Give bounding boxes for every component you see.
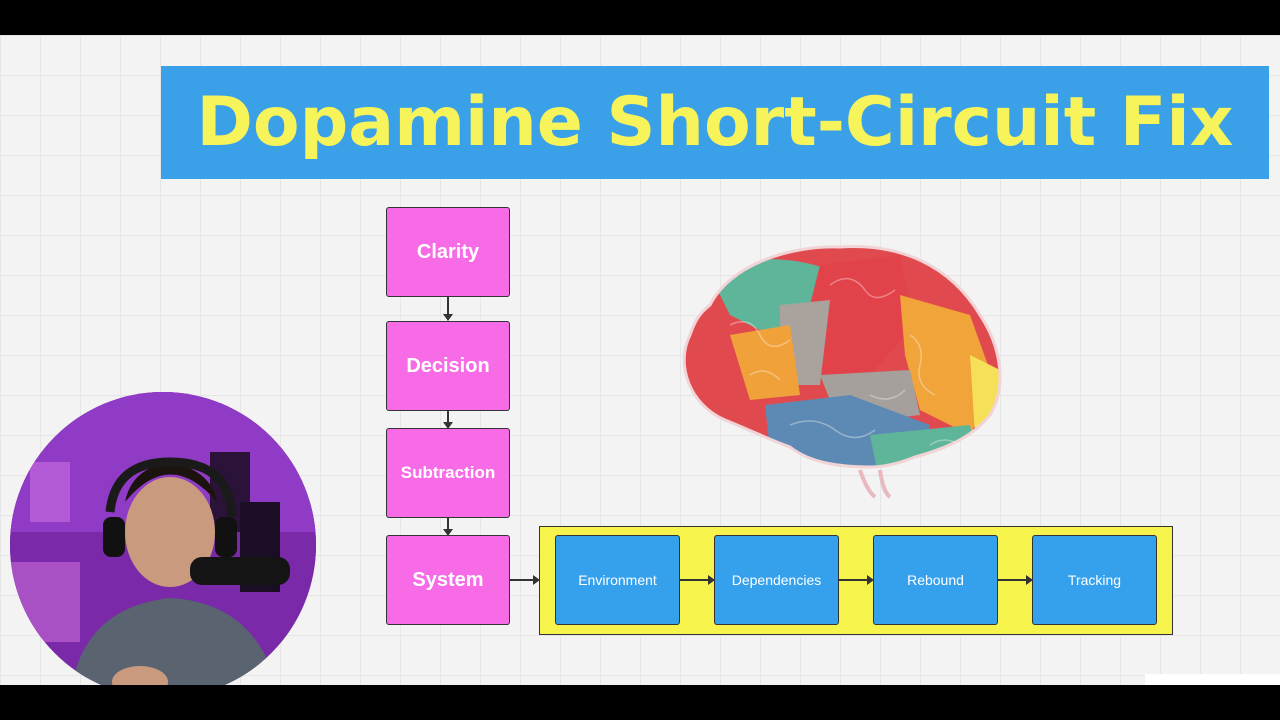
step-clarity: Clarity	[386, 207, 510, 297]
presenter-silhouette-icon	[10, 392, 316, 685]
component-dependencies: Dependencies	[714, 535, 839, 625]
component-label: Rebound	[907, 572, 964, 588]
arrow-subtraction-to-system	[443, 518, 453, 536]
component-label: Dependencies	[731, 572, 822, 588]
component-label: Tracking	[1067, 572, 1122, 588]
arrow-rebound-to-tracking	[998, 575, 1033, 585]
step-decision: Decision	[386, 321, 510, 411]
webcam-presenter	[10, 392, 316, 685]
step-subtraction: Subtraction	[386, 428, 510, 518]
arrow-dependencies-to-rebound	[839, 575, 874, 585]
component-rebound: Rebound	[873, 535, 998, 625]
arrow-decision-to-subtraction	[443, 411, 453, 429]
step-label: Clarity	[416, 240, 480, 263]
step-label: Subtraction	[400, 463, 496, 482]
corner-overlay	[1145, 674, 1280, 685]
arrow-clarity-to-decision	[443, 297, 453, 321]
arrow-system-to-components	[510, 575, 540, 585]
step-label: Decision	[406, 354, 490, 377]
arrow-environment-to-dependencies	[680, 575, 715, 585]
step-system: System	[386, 535, 510, 625]
whiteboard-canvas: Dopamine Short-Circuit Fix Clarity Decis…	[0, 35, 1280, 685]
brain-illustration	[682, 245, 1002, 499]
component-environment: Environment	[555, 535, 680, 625]
component-label: Environment	[578, 572, 657, 588]
component-tracking: Tracking	[1032, 535, 1157, 625]
title-banner: Dopamine Short-Circuit Fix	[161, 66, 1269, 179]
page-title: Dopamine Short-Circuit Fix	[196, 83, 1234, 162]
step-label: System	[412, 568, 484, 591]
